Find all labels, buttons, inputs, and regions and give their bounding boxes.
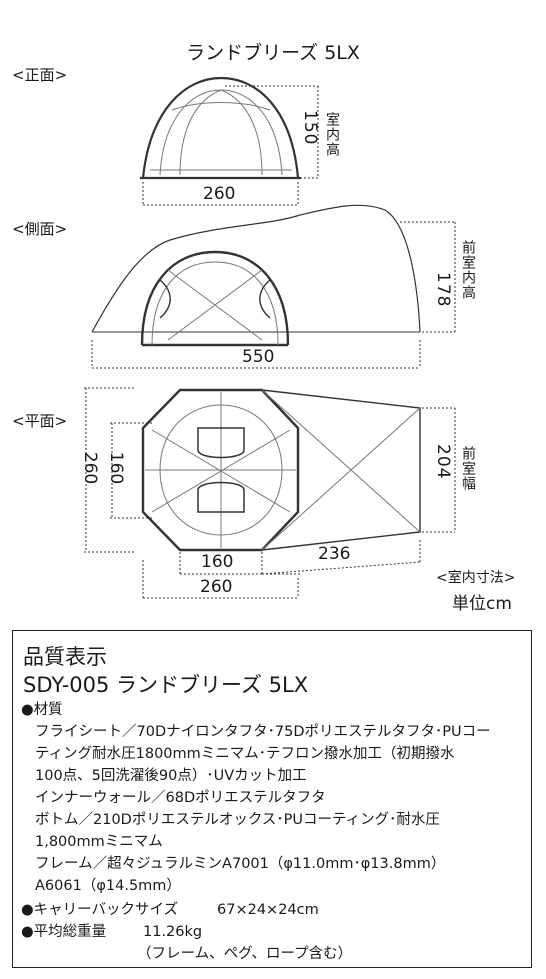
- unit-label: 単位cm: [452, 594, 512, 614]
- tent-diagram: [84, 76, 456, 599]
- material-line: フレーム／超々ジュラルミンA7001（φ11.0mm･φ13.8mm）: [35, 856, 446, 872]
- material-line: ティング耐水圧1800mmミニマム･テフロン撥水加工（初期撥水: [35, 746, 455, 762]
- front-view-label: <正面>: [12, 66, 68, 84]
- carry-bag-label: ●キャリーバックサイズ: [21, 902, 179, 918]
- side-height-dim: 178: [433, 272, 453, 308]
- side-height-label: 前室内高: [460, 240, 476, 300]
- diagram-title: ランドブリーズ 5LX: [186, 42, 360, 64]
- material-line: A6061（φ14.5mm）: [35, 878, 181, 894]
- quality-label-box: 品質表示 SDY-005 ランドブリーズ 5LX ●材質 フライシート／70Dナ…: [12, 630, 532, 968]
- material-line: ボトム／210Dポリエステルオックス･PUコーティング･耐水圧: [35, 812, 440, 828]
- unit-note: <室内寸法>: [436, 570, 516, 586]
- front-height-label: 室内高: [324, 112, 340, 157]
- top-vest-width-dim: 204: [433, 444, 453, 480]
- material-line: 100点、5回洗濯後90点）･UVカット加工: [35, 768, 307, 784]
- spec-heading: 品質表示: [23, 645, 107, 669]
- side-view-label: <側面>: [12, 220, 68, 238]
- top-vest-length-dim: 236: [318, 544, 351, 564]
- material-line: フライシート／70Dナイロンタフタ･75Dポリエステルタフタ･PUコー: [35, 724, 491, 740]
- weight-value: 11.26kg: [143, 924, 203, 940]
- material-line: 1,800mmミニマム: [35, 834, 163, 850]
- side-view-drawing: [91, 204, 456, 369]
- top-inner-depth-dim: 160: [106, 451, 127, 485]
- material-line: インナーウォール／68Dポリエステルタフタ: [35, 790, 326, 806]
- top-view-label: <平面>: [12, 412, 68, 430]
- spec-product: SDY-005 ランドブリーズ 5LX: [23, 673, 309, 697]
- top-outer-depth-dim: 260: [80, 451, 101, 485]
- top-vest-width-label: 前室幅: [460, 446, 476, 491]
- weight-label: ●平均総重量: [21, 924, 107, 940]
- front-height-dim: 150: [300, 110, 320, 146]
- weight-note: （フレーム、ペグ、ロープ含む）: [137, 946, 353, 962]
- top-view-drawing: [84, 387, 456, 599]
- front-view-drawing: [140, 76, 319, 206]
- top-inner-width-dim: 160: [201, 552, 234, 572]
- material-label: ●材質: [21, 702, 63, 718]
- carry-bag-value: 67×24×24cm: [217, 902, 319, 918]
- side-length-dim: 550: [242, 347, 275, 367]
- front-width-dim: 260: [203, 184, 236, 204]
- top-total-width-dim: 260: [200, 577, 233, 597]
